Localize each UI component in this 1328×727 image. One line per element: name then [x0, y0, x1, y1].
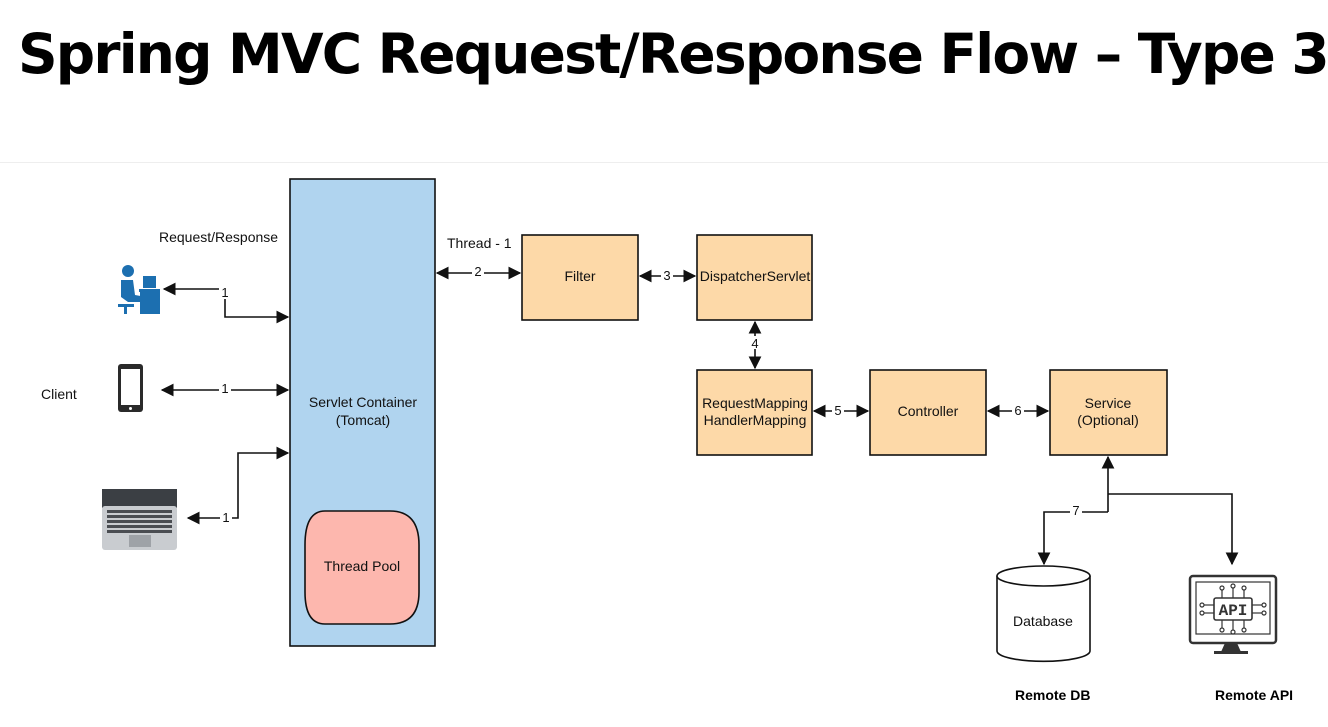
laptop-icon — [102, 489, 177, 550]
remote-api-label: Remote API — [1215, 687, 1293, 703]
request-response-label: Request/Response — [159, 229, 278, 245]
step-3: 3 — [663, 268, 670, 283]
connector-laptop — [186, 446, 290, 525]
dispatcher-servlet-label: DispatcherServlet — [700, 268, 811, 284]
service-sublabel: (Optional) — [1077, 412, 1138, 428]
filter-label: Filter — [564, 268, 595, 284]
mobile-phone-icon — [118, 364, 143, 412]
service-label: Service — [1085, 395, 1132, 411]
api-icon-text: API — [1219, 602, 1248, 620]
dispatcher-servlet-box — [696, 234, 813, 321]
step-4: 4 — [751, 336, 758, 351]
database-label: Database — [1013, 613, 1073, 629]
service-box — [1049, 369, 1168, 456]
step-1-desktop: 1 — [221, 285, 228, 300]
connector-service-api — [1108, 493, 1239, 566]
thread-pool — [304, 510, 420, 625]
handler-mapping-sublabel: HandlerMapping — [704, 412, 807, 428]
connector-desktop — [162, 282, 290, 324]
controller-box — [869, 369, 987, 456]
filter-box — [521, 234, 639, 321]
thread-pool-label: Thread Pool — [324, 558, 400, 574]
step-1-mobile: 1 — [221, 381, 228, 396]
controller-label: Controller — [898, 403, 959, 419]
remote-db-label: Remote DB — [1015, 687, 1090, 703]
thread-label: Thread - 1 — [447, 235, 512, 251]
client-label: Client — [41, 386, 77, 402]
desktop-user-icon — [118, 265, 160, 314]
connector-service-db — [1037, 511, 1108, 566]
handler-mapping-box — [696, 369, 813, 456]
handler-mapping-label: RequestMapping — [702, 395, 808, 411]
servlet-container-sublabel: (Tomcat) — [336, 412, 390, 428]
servlet-container-label: Servlet Container — [309, 394, 418, 410]
divider — [0, 162, 1328, 163]
page-title: Spring MVC Request/Response Flow – Type … — [18, 22, 1328, 86]
step-7: 7 — [1072, 503, 1079, 518]
step-1-laptop: 1 — [222, 510, 229, 525]
step-6: 6 — [1014, 403, 1021, 418]
step-2: 2 — [474, 264, 481, 279]
database-cylinder — [996, 565, 1091, 663]
step-5: 5 — [834, 403, 841, 418]
api-monitor-icon: API — [1188, 574, 1278, 654]
